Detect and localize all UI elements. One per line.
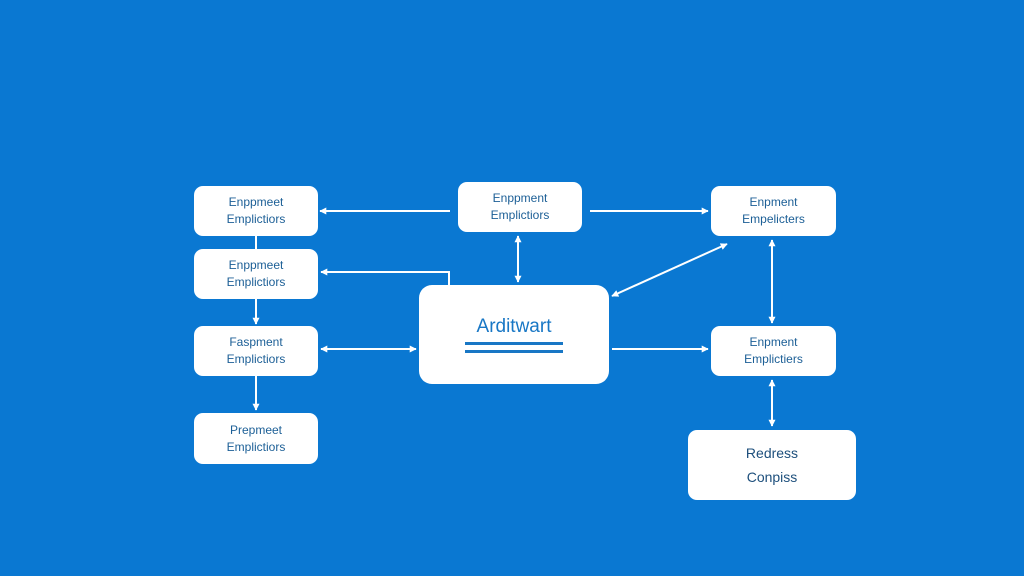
arrow-center-to-left2	[320, 268, 450, 285]
node-label-line1: Enppmeet	[228, 195, 284, 209]
node-label-line2: Emplictiors	[226, 352, 286, 366]
node-label-line2: Emplictiors	[226, 275, 286, 289]
node-right-top: Enpment Empelicters	[711, 186, 836, 236]
center-title: Arditwart	[476, 316, 552, 337]
center-title-underline-2	[465, 350, 563, 353]
node-left-3: Faspment Emplictiors	[194, 326, 318, 376]
node-label-line1: Enpment	[749, 195, 798, 209]
node-label-line2: Empelicters	[742, 212, 805, 226]
node-right-bottom: Redress Conpiss	[688, 430, 856, 500]
node-label-line2: Emplictiors	[490, 208, 550, 222]
node-label-line2: Emplictiers	[744, 352, 803, 366]
node-label-line1: Redress	[745, 445, 799, 461]
center-title-underline	[465, 342, 563, 345]
arrow-center-righttop-bidirectional	[611, 243, 728, 297]
node-label-line1: Enppmeet	[228, 258, 284, 272]
node-left-2: Enppmeet Emplictiors	[194, 249, 318, 299]
node-label-line1: Enppment	[492, 191, 548, 205]
node-label-line1: Prepmeet	[229, 422, 283, 437]
node-label-line2: Emplictiors	[226, 212, 286, 226]
node-label-line1: Enpment	[749, 335, 798, 349]
node-label-line1: Faspment	[229, 335, 283, 349]
node-right-middle: Enpment Emplictiers	[711, 326, 836, 376]
node-top-center: Enppment Emplictiors	[458, 182, 582, 232]
node-label-line2: Conpiss	[746, 469, 798, 485]
node-label-line2: Emplictiors	[226, 439, 286, 454]
node-left-1: Enppmeet Emplictiors	[194, 186, 318, 236]
node-center: Arditwart	[419, 285, 609, 384]
node-left-4: Prepmeet Emplictiors	[194, 413, 318, 464]
